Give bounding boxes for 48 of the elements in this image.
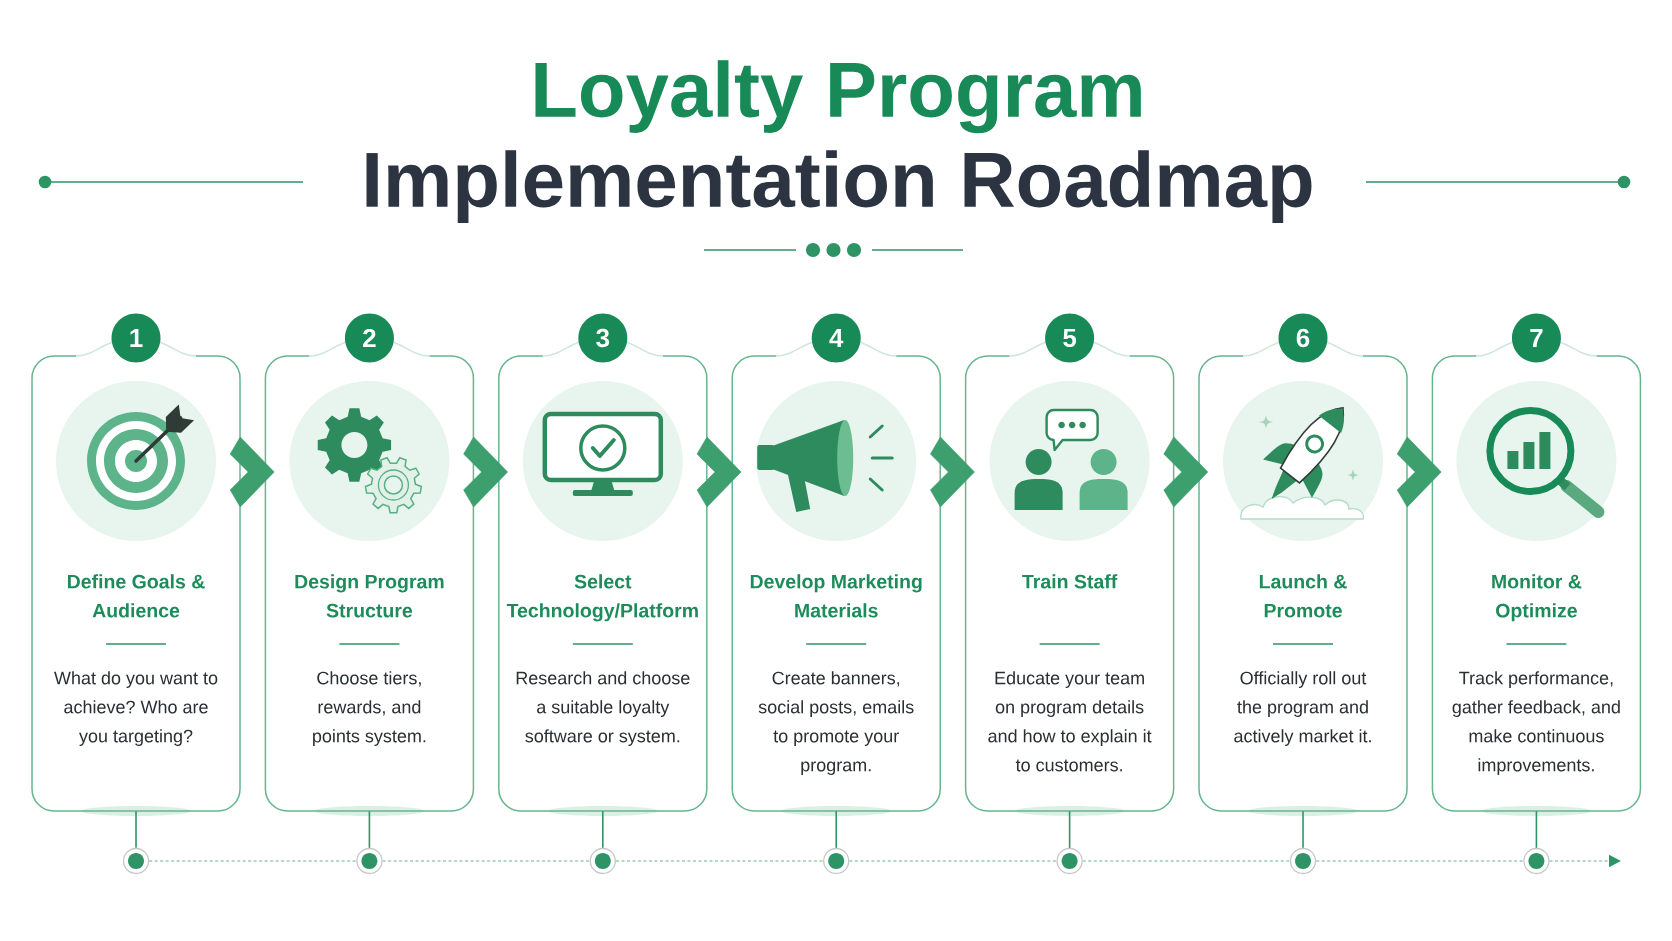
connector-line [135, 810, 137, 849]
step-description: Create banners, social posts, emails to promote your program. [758, 671, 914, 775]
number-badge: 5 [1045, 313, 1095, 363]
dotted-line [381, 860, 591, 862]
step-description: Track performance, gather feedback, and make continuous improvements. [1452, 671, 1620, 775]
timeline-dot [1523, 847, 1550, 875]
timeline-dot [356, 847, 383, 875]
connector-line [368, 810, 371, 849]
dotted-line [848, 860, 1058, 862]
step-heading: Launch & Promote [1259, 574, 1347, 618]
number-badge: 1 [111, 313, 161, 363]
chevron-arrow [229, 436, 275, 508]
step-description: Research and choose a suitable loyalty software or system. [516, 671, 690, 746]
connector-line [602, 810, 604, 849]
title: Loyalty Program Implementation Roadmap [366, 60, 1312, 223]
number-badge: 3 [578, 313, 628, 363]
connector-line [1535, 810, 1538, 849]
step-heading: Develop Marketing Materials [750, 574, 922, 618]
dotted-line [1315, 860, 1525, 862]
chevron-arrow [696, 436, 742, 508]
chevron-arrow [1163, 436, 1209, 508]
number-badge: 6 [1278, 313, 1328, 363]
timeline-dot [1056, 847, 1083, 875]
chevron-arrow [463, 436, 508, 508]
step-description: Choose tiers, rewards, and points system. [313, 671, 426, 746]
connector-line [1068, 810, 1071, 849]
step-heading: Design Program Structure [295, 574, 444, 618]
number-badge: 4 [811, 313, 861, 363]
timeline-dot [1289, 847, 1317, 875]
number-badge: 2 [344, 313, 394, 363]
step-heading: Monitor & Optimize [1492, 574, 1582, 622]
dotted-line [148, 860, 358, 862]
step-heading: Train Staff [1022, 574, 1118, 589]
step-description: Educate your team on program details and how to explain it to customers. [988, 671, 1152, 772]
step-heading: Select Technology/Platform [506, 574, 698, 622]
timeline-dot [823, 847, 850, 875]
step-heading: Define Goals & Audience [67, 574, 205, 618]
chevron-arrow [930, 436, 975, 508]
connector-line [1302, 810, 1304, 849]
number-badge: 7 [1511, 313, 1561, 363]
timeline-dot [122, 847, 150, 875]
timeline-dot [589, 847, 616, 875]
dotted-line [615, 860, 824, 862]
dotted-line [1081, 860, 1291, 862]
chevron-arrow [1396, 436, 1442, 508]
connector-line [835, 810, 837, 849]
step-description: Officially roll out the program and actively market it. [1234, 671, 1371, 746]
step-description: What do you want to achieve? Who are you targeting? [54, 671, 218, 746]
